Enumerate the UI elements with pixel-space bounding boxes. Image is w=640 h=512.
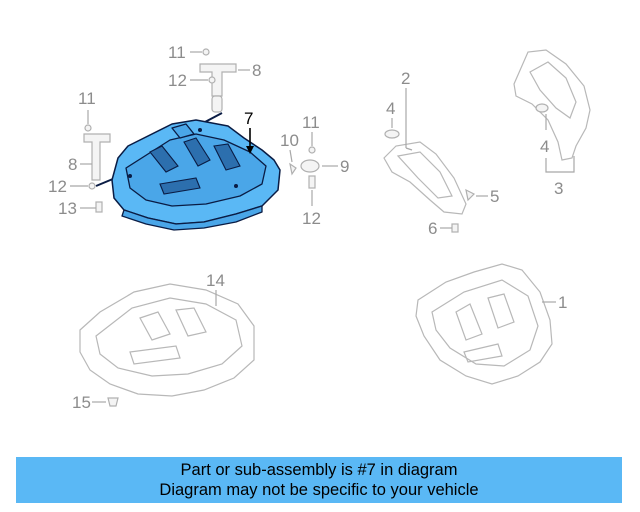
callout-2: 2 xyxy=(401,69,410,88)
part-3-bracket[interactable] xyxy=(513,49,591,161)
callout-15: 15 xyxy=(72,393,91,412)
info-banner: Part or sub-assembly is #7 in diagram Di… xyxy=(16,457,622,503)
part-1-lower-shield[interactable] xyxy=(415,263,553,385)
callout-12-left: 12 xyxy=(48,177,67,196)
callout-14: 14 xyxy=(206,271,225,290)
part-14-lower-shield[interactable] xyxy=(79,283,255,407)
callout-6: 6 xyxy=(428,219,437,238)
callout-8-left: 8 xyxy=(68,155,77,174)
banner-line-disclaimer: Diagram may not be specific to your vehi… xyxy=(159,481,479,499)
callout-12-top: 12 xyxy=(168,71,187,90)
callout-11-right: 11 xyxy=(302,113,320,132)
callout-7: 7 xyxy=(244,109,253,128)
callout-4-left: 4 xyxy=(386,99,395,118)
callout-12-right: 12 xyxy=(302,209,321,228)
callout-9: 9 xyxy=(340,157,349,176)
callout-11-top: 11 xyxy=(168,43,186,62)
part-9-clip[interactable] xyxy=(289,146,320,189)
part-2-bracket[interactable] xyxy=(383,129,476,233)
callout-8-top: 8 xyxy=(252,61,261,80)
callout-7-arrowhead xyxy=(246,146,254,154)
callout-1: 1 xyxy=(558,293,567,312)
callout-3: 3 xyxy=(554,179,563,198)
part-8-bracket-top[interactable] xyxy=(199,48,237,113)
callout-11-left: 11 xyxy=(78,89,96,108)
callout-5: 5 xyxy=(490,187,499,206)
callout-13: 13 xyxy=(58,199,77,218)
banner-line-part: Part or sub-assembly is #7 in diagram xyxy=(180,461,458,479)
callout-10: 10 xyxy=(280,131,299,150)
callout-4-right: 4 xyxy=(540,137,549,156)
part-7-engine-splash-shield[interactable] xyxy=(95,112,281,231)
part-8-bracket-left[interactable] xyxy=(83,124,111,213)
